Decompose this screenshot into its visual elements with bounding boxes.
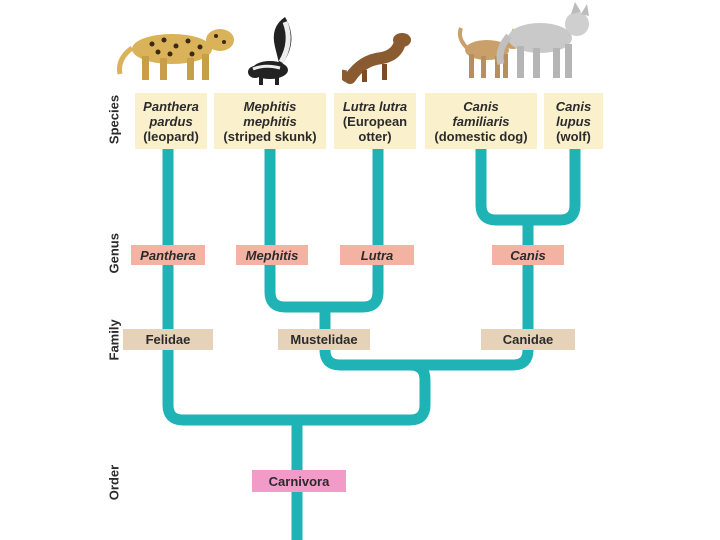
- species-skunk: Mephitis mephitis (striped skunk): [214, 93, 326, 149]
- branch-dog: [475, 148, 581, 226]
- rank-label-family: Family: [106, 319, 122, 361]
- order-carnivora: Carnivora: [252, 470, 346, 492]
- species-common-name: (striped skunk): [223, 128, 317, 144]
- branch-canidae: [410, 220, 534, 371]
- rank-label-species: Species: [106, 94, 122, 145]
- species-latin-genus: Mephitis: [243, 98, 297, 114]
- otter-icon: [342, 33, 411, 84]
- species-dog: Canis familiaris (domestic dog): [425, 93, 537, 149]
- species-otter: Lutra lutra (European otter): [334, 93, 416, 149]
- species-latin-epithet: pardus: [149, 113, 193, 129]
- genus-canis: Canis: [492, 245, 564, 265]
- species-common-name-2: otter): [358, 128, 392, 144]
- species-latin-epithet: mephitis: [243, 113, 297, 129]
- species-latin-name: Lutra lutra: [342, 98, 408, 114]
- species-common-name: (domestic dog): [434, 128, 528, 144]
- species-latin-epithet: familiaris: [452, 113, 510, 129]
- species-latin-genus: Panthera: [143, 98, 199, 114]
- skunk-icon: [248, 17, 292, 85]
- species-latin-genus: Canis: [463, 98, 499, 114]
- species-latin-genus: Canis: [555, 98, 592, 114]
- species-latin-epithet: lupus: [556, 113, 591, 129]
- species-common-name: (leopard): [143, 128, 199, 144]
- species-common-name: (wolf): [556, 128, 591, 144]
- genus-lutra: Lutra: [340, 245, 414, 265]
- wolf-icon: [496, 2, 589, 78]
- family-canidae: Canidae: [481, 329, 575, 350]
- family-mustelidae: Mustelidae: [278, 329, 370, 350]
- genus-mephitis: Mephitis: [236, 245, 308, 265]
- genus-panthera: Panthera: [131, 245, 205, 265]
- species-common-name-1: (European: [342, 113, 408, 129]
- branch-leopard: [162, 148, 431, 426]
- family-felidae: Felidae: [123, 329, 213, 350]
- leopard-icon: [117, 29, 234, 80]
- species-wolf: Canis lupus (wolf): [544, 93, 603, 149]
- branch-skunk: [264, 148, 310, 313]
- branch-otter: [310, 148, 384, 313]
- species-leopard: Panthera pardus (leopard): [135, 93, 207, 149]
- rank-label-genus: Genus: [106, 233, 122, 274]
- rank-label-order: Order: [106, 464, 122, 501]
